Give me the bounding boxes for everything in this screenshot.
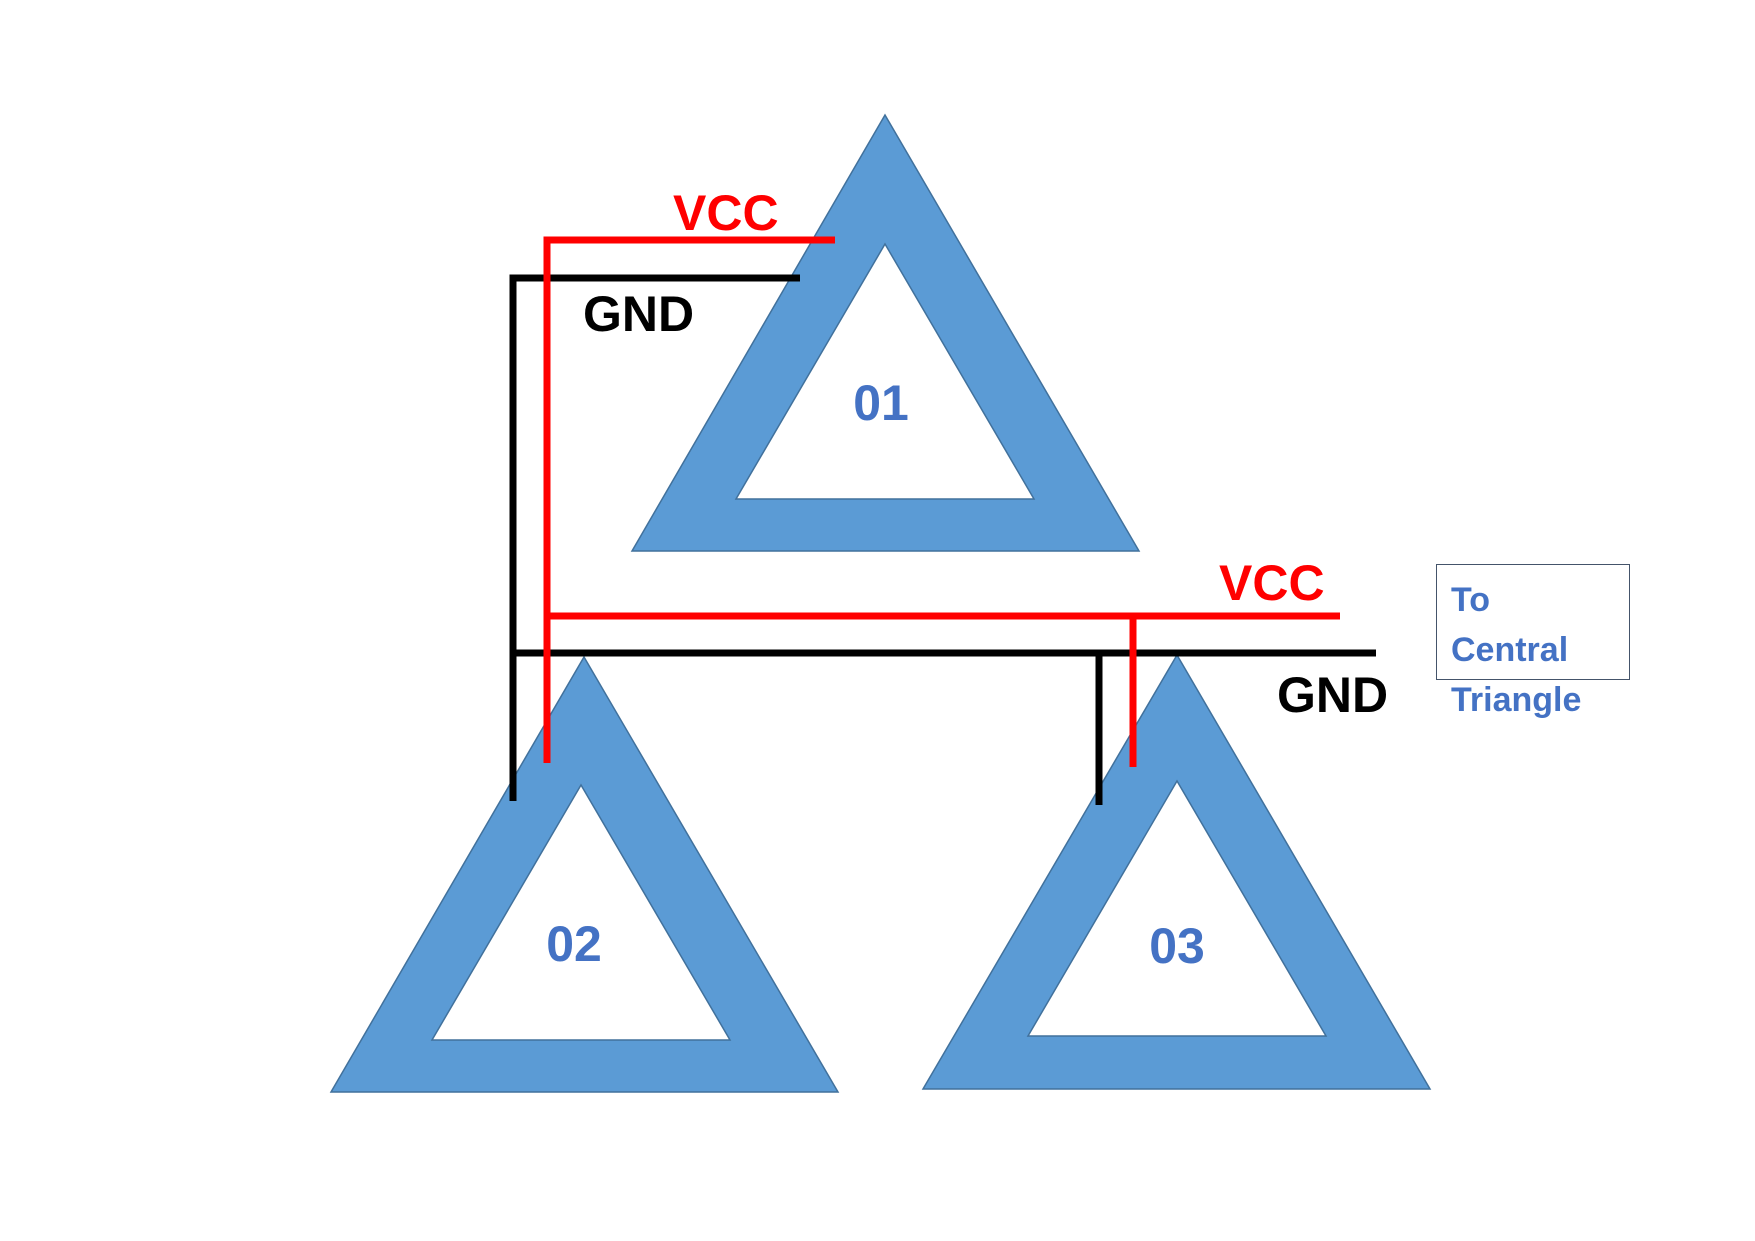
triangle-01: 01 [630, 113, 1141, 552]
triangle-03: 03 [921, 653, 1432, 1090]
triangle-03-frame [921, 653, 1432, 1090]
note-text: To Central Triangle [1451, 581, 1582, 719]
gnd-wiring [509, 274, 1376, 805]
vcc-wiring [543, 236, 1340, 767]
gnd-top-label: GND [583, 286, 694, 342]
gnd-bus-label: GND [1277, 667, 1388, 723]
triangle-03-label: 03 [1149, 918, 1205, 974]
vcc-wire-top [543, 236, 835, 763]
to-central-triangle-note: To Central Triangle [1436, 564, 1630, 719]
triangle-02-frame [329, 655, 840, 1093]
vcc-bus-label: VCC [1219, 555, 1325, 611]
gnd-wire-top [509, 274, 800, 801]
triangle-02-label: 02 [546, 916, 602, 972]
triangle-02: 02 [329, 655, 840, 1093]
vcc-top-label: VCC [673, 185, 779, 241]
triangle-01-frame [630, 113, 1141, 552]
triangle-01-label: 01 [853, 375, 909, 431]
